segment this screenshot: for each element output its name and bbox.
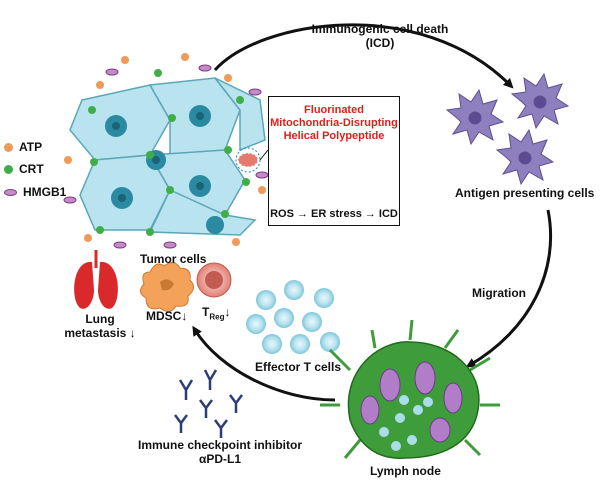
legend-atp-label: ATP (19, 140, 43, 154)
released-molecules (63, 53, 269, 249)
icd-label: Immunogenic cell death (ICD) (300, 22, 460, 50)
icd-label-line1: Immunogenic cell death (311, 22, 449, 36)
lymph-node-icon (320, 319, 500, 459)
orange-dot-icon (4, 142, 13, 152)
treg-label-sub: Reg (209, 312, 225, 322)
legend-atp: ATP (4, 140, 42, 154)
lymph-node-label: Lymph node (370, 464, 441, 478)
lungs-icon (74, 250, 118, 309)
inhibitor-label: Immune checkpoint inhibitor αPD-L1 (130, 438, 310, 466)
legend-hmgb1-label: HMGB1 (23, 185, 67, 199)
lung-label-line1: Lung (85, 312, 115, 326)
tumor-cells-label: Tumor cells (140, 252, 207, 266)
icd-label-line2: (ICD) (365, 36, 395, 50)
polypeptide-title-line2: Mitochondria-Disrupting (270, 117, 398, 129)
icd-arrow (213, 23, 514, 89)
polypeptide-title-line1: Fluorinated (304, 104, 364, 116)
mdsc-label: MDSC↓ (146, 309, 188, 323)
effector-t-cells (246, 280, 340, 354)
treg-label-arrow: ↓ (224, 305, 231, 319)
treg-label: TReg↓ (202, 305, 230, 324)
inhibitor-label-line1: Immune checkpoint inhibitor (137, 438, 302, 452)
purple-oval-icon (4, 188, 17, 196)
polypeptide-title: Fluorinated Mitochondria-Disrupting Heli… (268, 104, 400, 143)
antigen-presenting-cells (445, 72, 570, 186)
migration-label: Migration (472, 286, 526, 300)
migration-arrow (465, 209, 553, 368)
apc-label: Antigen presenting cells (455, 186, 595, 200)
legend-crt: CRT (4, 162, 44, 176)
effector-t-cells-label: Effector T cells (255, 360, 342, 374)
return-arrow (192, 325, 336, 402)
green-dot-icon (4, 164, 13, 174)
polypeptide-box (268, 96, 400, 226)
pathway-label: ROS → ER stress → ICD (270, 208, 398, 220)
antibody-icons (174, 369, 243, 438)
polypeptide-title-line3: Helical Polypeptide (283, 130, 385, 142)
treg-cell-icon (196, 262, 232, 298)
lung-label-line2: metastasis ↓ (64, 326, 136, 340)
treg-label-main: T (202, 305, 210, 319)
mdsc-cell-icon (140, 262, 194, 312)
inhibitor-label-line2: αPD-L1 (198, 452, 242, 466)
legend-hmgb1: HMGB1 (4, 185, 66, 199)
lung-metastasis-label: Lung metastasis ↓ (60, 312, 140, 340)
legend-crt-label: CRT (19, 162, 44, 176)
